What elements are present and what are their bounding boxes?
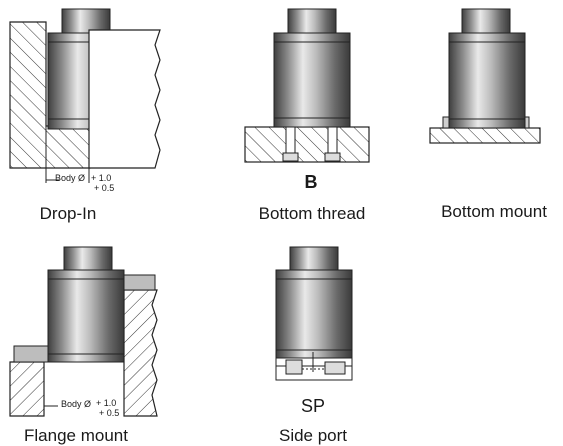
side-port-fitting-left (285, 359, 303, 375)
bottom-thread-bolt-left (285, 126, 296, 154)
flange-mount-cap (63, 246, 113, 272)
drop-in-right-wall (88, 29, 161, 169)
flange-mount-tol-upper: + 1.0 (96, 398, 117, 408)
flange-mount-flange-right (120, 274, 156, 291)
flange-mount-left-block (9, 361, 45, 417)
bottom-mount-cap (461, 8, 511, 36)
bottom-mount-base (429, 127, 541, 144)
flange-mount-right-block (123, 289, 158, 417)
bottom-thread-code: B (304, 172, 318, 192)
side-port-cap (289, 246, 339, 272)
bottom-thread-cap (287, 8, 337, 36)
bottom-thread-figure (244, 8, 370, 163)
bottom-mount-figure (429, 8, 541, 144)
flange-mount-figure (9, 246, 158, 417)
bottom-mount-body (448, 32, 526, 129)
side-port-fitting-right (324, 361, 346, 375)
side-port-body (275, 269, 353, 359)
flange-mount-body (47, 269, 125, 363)
drop-in-figure (9, 8, 161, 183)
flange-mount-dim-label: Body Ø (61, 399, 92, 409)
flange-mount-caption: Flange mount (24, 426, 128, 445)
drop-in-tol-lower: + 0.5 (94, 183, 115, 193)
bottom-thread-bolt-right (327, 126, 338, 154)
drop-in-caption: Drop-In (39, 204, 97, 223)
flange-mount-flange-left (13, 345, 49, 363)
bottom-thread-caption: Bottom thread (258, 204, 366, 223)
side-port-code: SP (300, 396, 326, 416)
drop-in-cylinder-cap (61, 8, 111, 36)
side-port-figure (275, 246, 353, 381)
drop-in-tol-upper: + 1.0 (91, 173, 112, 183)
bottom-thread-base (244, 126, 370, 163)
flange-mount-tol-lower: + 0.5 (99, 408, 120, 418)
bottom-mount-caption: Bottom mount (441, 202, 547, 221)
side-port-caption: Side port (278, 426, 348, 445)
drop-in-dim-label: Body Ø (55, 173, 86, 183)
bottom-thread-body (273, 32, 351, 128)
